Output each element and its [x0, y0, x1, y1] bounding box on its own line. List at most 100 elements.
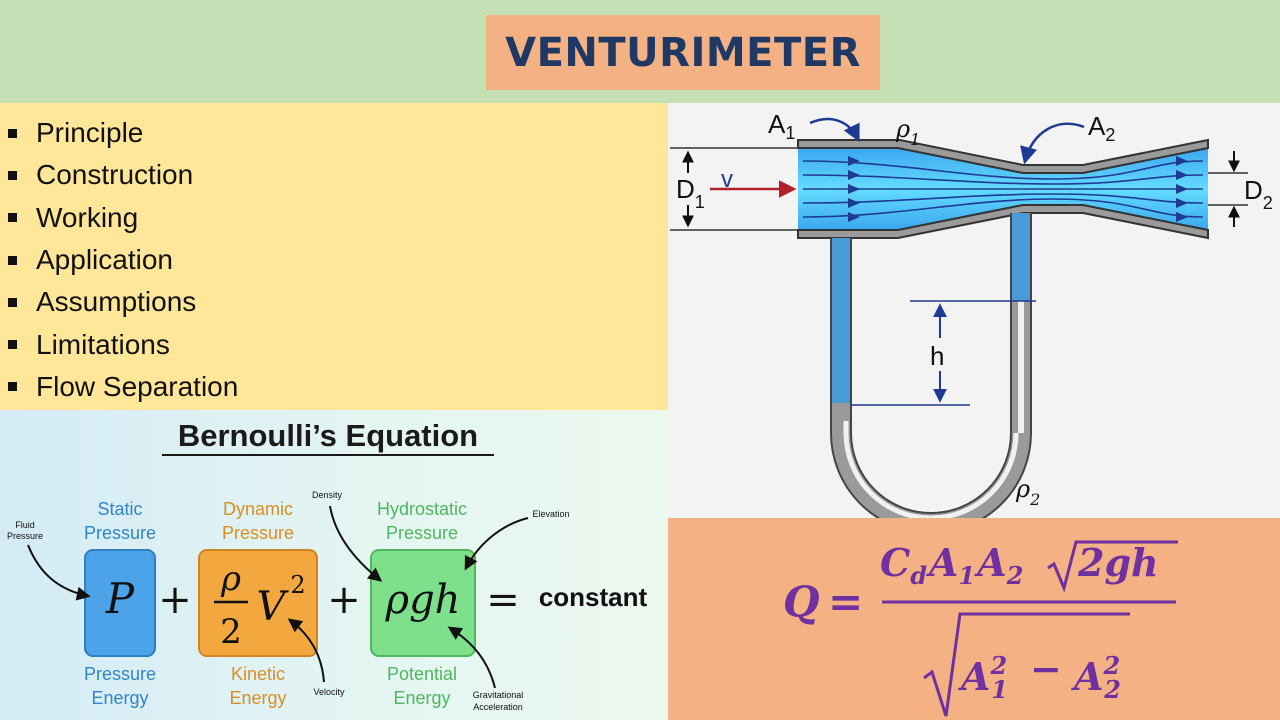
topic-label: Limitations — [36, 328, 170, 360]
gravitational-2: Acceleration — [473, 702, 523, 712]
hydro-label-2: Pressure — [386, 523, 458, 543]
venturi-svg: D1 v D2 A1 ρ1 A2 h ρ2 — [670, 109, 1273, 518]
density-arrow — [329, 505, 383, 582]
bernoulli-heading: Bernoulli’s Equation — [178, 418, 478, 453]
formula-q: Q — [783, 577, 820, 626]
flow-arrow — [1176, 184, 1188, 194]
equals-sign: = — [486, 577, 520, 623]
title-box: VENTURIMETER — [486, 15, 880, 90]
rho1-label: ρ1 — [895, 115, 920, 149]
elevation-label: Elevation — [532, 509, 569, 519]
flow-arrow — [848, 198, 860, 208]
streamline — [802, 160, 1204, 180]
velocity-arrow — [287, 618, 325, 683]
bullet-icon — [8, 297, 17, 307]
d2-label: D2 — [1244, 175, 1273, 213]
flow-arrows — [848, 156, 1188, 222]
list-item: Application — [8, 239, 238, 281]
flow-arrow — [1176, 156, 1188, 166]
venturi-top-wall — [797, 138, 1209, 174]
kinetic-energy-1: Kinetic — [231, 664, 285, 684]
topic-label: Construction — [36, 159, 194, 191]
topic-label: Flow Separation — [36, 370, 239, 402]
term-v-square: 2 — [290, 571, 305, 599]
potential-energy-2: Energy — [393, 688, 450, 708]
dynamic-term-box — [198, 549, 318, 657]
gravitational-1: Gravitational — [473, 690, 524, 700]
a1-label: A1 — [768, 109, 795, 143]
hydro-label-1: Hydrostatic — [377, 499, 467, 519]
flow-arrow — [848, 212, 860, 222]
a1-arrow — [809, 117, 860, 143]
list-item: Flow Separation — [8, 366, 238, 408]
flow-arrow — [848, 184, 860, 194]
topic-label: Principle — [36, 117, 144, 149]
streamline — [802, 193, 1204, 204]
term-rho: ρ — [220, 559, 241, 599]
static-label-1: Static — [97, 499, 142, 519]
plus-1: + — [158, 577, 192, 623]
a2-label: A2 — [1088, 111, 1115, 145]
static-term-box — [84, 549, 156, 657]
bullet-icon — [8, 213, 17, 223]
denominator-radical — [923, 612, 1130, 717]
topic-label: Working — [36, 201, 139, 233]
list-item: Working — [8, 197, 238, 239]
topic-label: Application — [36, 244, 173, 276]
flow-arrow — [1176, 170, 1188, 180]
h-label: h — [930, 341, 944, 371]
pressure-energy-2: Energy — [91, 688, 148, 708]
streamline — [802, 174, 1204, 185]
pressure-energy-1: Pressure — [84, 664, 156, 684]
bullet-icon — [8, 382, 17, 392]
bullet-icon — [8, 170, 17, 180]
rho2-label: ρ2 — [1015, 475, 1040, 509]
term-rgh: ρgh — [385, 577, 461, 623]
flow-arrow — [848, 170, 860, 180]
manometer-liquid — [832, 213, 1030, 518]
a2-arrow — [1020, 122, 1085, 165]
bend-highlight — [843, 421, 1019, 518]
d1-label: D1 — [676, 174, 705, 212]
venturimeter-diagram: D1 v D2 A1 ρ1 A2 h ρ2 — [668, 103, 1280, 518]
topic-label: Assumptions — [36, 286, 197, 318]
bullet-icon — [8, 340, 17, 350]
formula-equals: = — [828, 577, 863, 626]
term-p: P — [105, 574, 135, 623]
kinetic-energy-2: Energy — [229, 688, 286, 708]
bullet-icon — [8, 128, 17, 138]
bernoulli-panel: Bernoulli’s Equation Static Pressure Dyn… — [0, 410, 668, 720]
plus-2: + — [327, 577, 361, 623]
page-title: VENTURIMETER — [505, 29, 861, 76]
velocity-label: Velocity — [313, 687, 345, 697]
formula-minus: − — [1030, 646, 1062, 691]
list-item: Principle — [8, 112, 238, 154]
dynamic-label-1: Dynamic — [223, 499, 293, 519]
term-two: 2 — [220, 612, 242, 652]
streamline — [802, 198, 1204, 218]
bullet-icon — [8, 255, 17, 265]
constant-label: constant — [539, 582, 648, 612]
bernoulli-figure: Bernoulli’s Equation Static Pressure Dyn… — [7, 418, 648, 712]
venturi-bottom-wall — [797, 204, 1209, 240]
potential-energy-1: Potential — [387, 664, 457, 684]
fluid-pressure-arrow — [27, 544, 91, 601]
term-v: V — [257, 584, 290, 630]
list-item: Limitations — [8, 323, 238, 365]
static-label-2: Pressure — [84, 523, 156, 543]
formula-2gh: 2gh — [1077, 540, 1159, 585]
list-item: Construction — [8, 154, 238, 196]
numerator-radical — [1047, 540, 1178, 593]
dynamic-label-2: Pressure — [222, 523, 294, 543]
density-label: Density — [312, 490, 343, 500]
fluid-pressure-1: Fluid — [15, 520, 35, 530]
velocity-label: v — [721, 166, 733, 193]
list-item: Assumptions — [8, 281, 238, 323]
formula-numerator: CdA1A2 — [880, 540, 1023, 590]
flow-arrow — [1176, 198, 1188, 208]
gravitational-arrow — [447, 626, 496, 689]
